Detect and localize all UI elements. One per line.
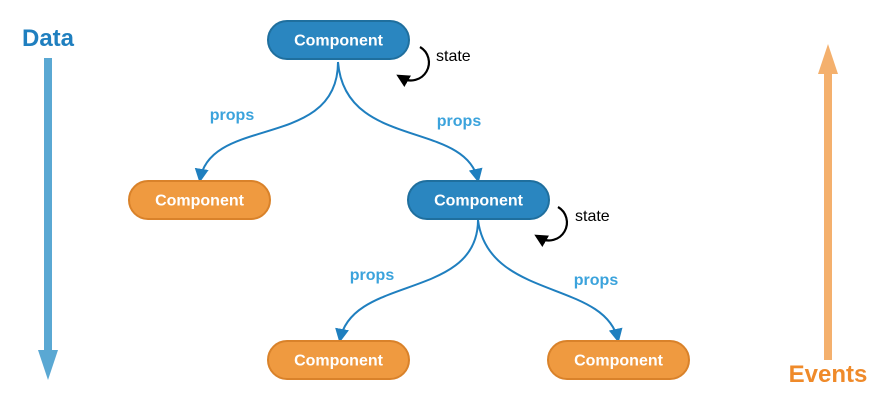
events-arrow-shaft	[824, 70, 832, 360]
state-label: state	[436, 48, 471, 65]
data-arrow-shaft	[44, 58, 52, 356]
state-label: state	[575, 208, 610, 225]
edge-label: props	[437, 113, 482, 130]
node-label: Component	[294, 353, 384, 370]
state-marker-root: state	[396, 46, 471, 88]
edges: props props props props	[194, 61, 623, 343]
edge-label: props	[210, 107, 255, 124]
edge-label: props	[574, 272, 619, 289]
node-bottom-left: Component	[267, 340, 410, 380]
data-flow-arrow: Data	[22, 25, 75, 380]
node-middle: Component	[407, 180, 550, 220]
node-label: Component	[434, 193, 524, 210]
node-bottom-right: Component	[547, 340, 690, 380]
edge-label: props	[350, 267, 395, 284]
events-arrow-head	[818, 44, 838, 74]
node-label: Component	[574, 353, 664, 370]
events-flow-arrow: Events	[789, 44, 868, 388]
data-label: Data	[22, 25, 75, 52]
edge-root-left	[194, 61, 339, 183]
node-label: Component	[294, 33, 384, 50]
events-label: Events	[789, 361, 868, 388]
data-arrow-head	[38, 350, 58, 380]
node-root: Component	[267, 20, 410, 60]
node-label: Component	[155, 193, 245, 210]
refresh-icon	[396, 46, 430, 88]
refresh-icon	[534, 206, 568, 248]
edge-middle-bottom-right	[477, 219, 623, 343]
state-marker-middle: state	[534, 206, 610, 248]
node-left: Component	[128, 180, 271, 220]
edge-middle-bottom-left	[335, 219, 479, 343]
edge-root-middle	[337, 61, 483, 183]
